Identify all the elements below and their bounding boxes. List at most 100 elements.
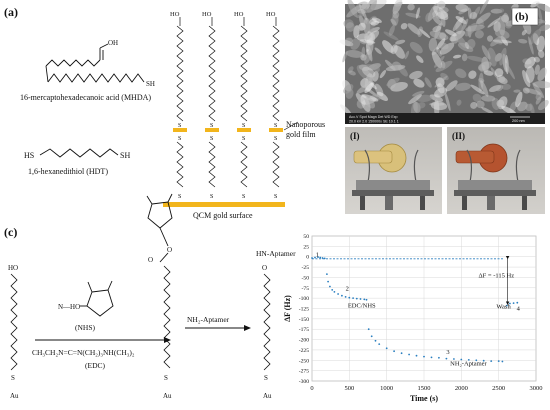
data-point bbox=[482, 359, 485, 362]
data-point bbox=[331, 289, 334, 291]
sem-grain bbox=[391, 61, 402, 71]
y-tick-label: -275 bbox=[299, 369, 309, 375]
carbonyl-o: O bbox=[148, 256, 153, 264]
sem-grain bbox=[497, 8, 505, 13]
hdt-structure: HS SH bbox=[24, 148, 130, 160]
data-point bbox=[475, 359, 478, 362]
x-tick-label: 3000 bbox=[530, 385, 543, 392]
data-point bbox=[512, 302, 515, 304]
sem-grain bbox=[538, 49, 545, 58]
y-tick-label: 0 bbox=[306, 255, 309, 261]
sem-grain bbox=[486, 35, 494, 42]
data-point bbox=[333, 291, 336, 293]
data-point bbox=[374, 339, 377, 342]
sem-grain bbox=[522, 70, 531, 88]
y-tick-label: -200 bbox=[299, 338, 309, 344]
sam-chain-lower bbox=[208, 141, 216, 188]
y-tick-label: -75 bbox=[302, 286, 310, 292]
sam-chain-upper bbox=[208, 25, 216, 122]
y-tick-label: -150 bbox=[299, 317, 309, 323]
sem-grain bbox=[479, 0, 490, 15]
sem-grain bbox=[469, 11, 478, 20]
sem-grain bbox=[383, 31, 399, 41]
chart-annotation: EDC/NHS bbox=[348, 302, 376, 309]
sem-grain bbox=[524, 56, 536, 69]
film-leader-line bbox=[283, 121, 299, 131]
sem-grain bbox=[539, 24, 550, 32]
sem-grain bbox=[425, 12, 432, 23]
sam-s-label: S bbox=[178, 136, 181, 142]
hn-aptamer: HN-Aptamer bbox=[256, 249, 296, 258]
y-tick-label: -50 bbox=[302, 275, 310, 281]
sem-grain bbox=[434, 55, 445, 68]
mhda-name: 16-mercaptohexadecanoic acid (MHDA) bbox=[20, 93, 151, 102]
sem-grain bbox=[395, 39, 406, 45]
data-point bbox=[359, 298, 362, 300]
y-tick-label: -175 bbox=[299, 327, 309, 333]
qcm-gold-surface bbox=[163, 202, 285, 207]
sem-grain bbox=[348, 70, 356, 76]
data-point bbox=[367, 328, 370, 331]
sem-grain bbox=[364, 49, 373, 65]
sem-grain bbox=[418, 102, 426, 109]
data-point bbox=[430, 356, 433, 359]
mhda-oh-label: OH bbox=[108, 39, 118, 47]
sem-grain bbox=[407, 3, 415, 11]
data-point bbox=[319, 256, 322, 259]
y-tick-label: -25 bbox=[302, 265, 310, 271]
edc-formula: CH₃CH₂N=C=N(CH₂)₃NH(CH₃)₂ bbox=[32, 348, 135, 357]
chart-annotation: NH₂-Aptamer bbox=[450, 360, 487, 367]
sem-grain bbox=[470, 101, 478, 109]
sem-grain bbox=[455, 15, 467, 25]
sem-grain bbox=[481, 107, 494, 114]
scheme-au-left: Au bbox=[10, 392, 19, 400]
edc-label: (EDC) bbox=[85, 361, 105, 370]
data-point bbox=[509, 302, 511, 305]
x-tick-label: 0 bbox=[310, 385, 313, 392]
mhda-chain-upper bbox=[45, 59, 101, 67]
hdt-sh-label: SH bbox=[120, 151, 130, 160]
sam-chain-lower bbox=[240, 141, 248, 188]
sem-grain bbox=[528, 36, 534, 55]
chart-annotation: Wash bbox=[496, 304, 511, 311]
sem-grain bbox=[468, 70, 477, 79]
x-tick-label: 1000 bbox=[380, 385, 393, 392]
x-tick-label: 1500 bbox=[418, 385, 431, 392]
sam-ho-label: HO bbox=[170, 11, 180, 18]
sem-grain bbox=[535, 2, 550, 12]
sem-grain bbox=[530, 0, 540, 8]
data-point bbox=[323, 257, 326, 260]
sem-scalebar: 200 nm bbox=[512, 119, 525, 123]
data-point bbox=[321, 257, 324, 259]
sem-grain bbox=[513, 89, 521, 93]
sam-s-label: S bbox=[178, 123, 181, 129]
sem-grain bbox=[440, 72, 449, 81]
sem-grain bbox=[537, 67, 547, 82]
sem-grain bbox=[388, 25, 395, 36]
product-o: O bbox=[262, 264, 267, 272]
sem-grain bbox=[475, 12, 491, 25]
x-tick-label: 2000 bbox=[455, 385, 468, 392]
sam-s-label: S bbox=[242, 123, 245, 129]
sem-grain bbox=[494, 68, 504, 77]
mhda-structure: OH SH bbox=[45, 39, 155, 88]
data-point bbox=[327, 280, 329, 283]
sam-chain-upper bbox=[240, 25, 248, 122]
sem-grain bbox=[496, 84, 504, 92]
sem-grain bbox=[437, 83, 445, 94]
sem-grain bbox=[415, 7, 420, 19]
sem-grain bbox=[376, 91, 389, 102]
x-axis-label: Time (s) bbox=[410, 394, 438, 403]
data-point bbox=[423, 355, 425, 358]
x-tick-label: 2500 bbox=[492, 385, 505, 392]
data-point bbox=[400, 352, 403, 355]
sem-grain bbox=[424, 77, 432, 88]
frequency-chart: 50250-25-50-75-100-125-150-175-200-225-2… bbox=[283, 234, 543, 403]
sem-grain bbox=[455, 82, 471, 91]
data-point bbox=[341, 294, 343, 297]
sam-chain-upper bbox=[272, 25, 280, 122]
sem-grain bbox=[474, 30, 484, 39]
data-point bbox=[385, 347, 388, 350]
y-tick-label: 50 bbox=[303, 234, 309, 240]
